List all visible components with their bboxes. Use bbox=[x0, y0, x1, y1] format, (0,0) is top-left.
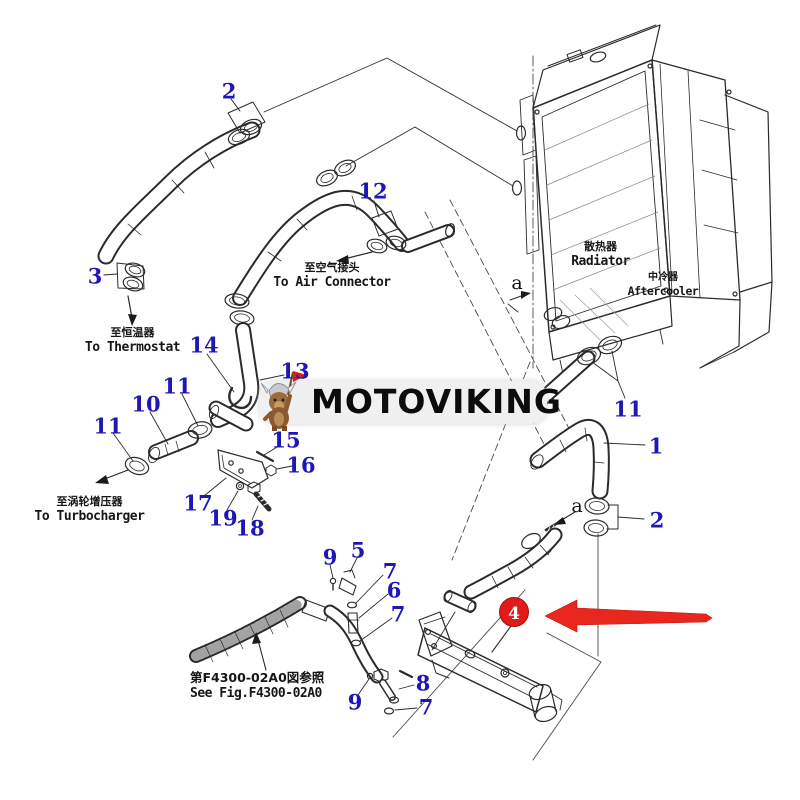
ref-a-upper-pointer bbox=[507, 291, 531, 313]
part-label: 6 bbox=[386, 577, 402, 603]
part-label: 2 bbox=[221, 78, 237, 104]
thermostat-hose bbox=[97, 98, 266, 265]
part-label: 17 bbox=[183, 490, 213, 516]
turbo-hose-group bbox=[95, 421, 277, 512]
annotation-air-connector: 至空气接头 To Air Connector bbox=[262, 261, 402, 290]
annotation-air-connector-en: To Air Connector bbox=[273, 274, 391, 290]
watermark-brand-text: MOTOVIKING bbox=[311, 382, 562, 421]
air-connector-hose bbox=[232, 159, 455, 306]
part-label: 15 bbox=[271, 427, 301, 453]
part-label: 16 bbox=[286, 452, 316, 478]
part-label: 7 bbox=[390, 601, 406, 627]
watermark-badge: MOTOVIKING bbox=[259, 371, 561, 431]
annotation-air-connector-zh: 至空气接头 bbox=[304, 261, 360, 274]
part-label: 8 bbox=[415, 670, 431, 696]
annotation-see-fig-line1: 第F4300-02A0図参照 bbox=[190, 670, 325, 685]
viking-dog-mascot-icon bbox=[260, 371, 307, 431]
annotation-turbocharger-en: To Turbocharger bbox=[34, 508, 145, 524]
highlight-circle-number: 4 bbox=[508, 604, 520, 624]
annotation-aftercooler-en: Aftercooler bbox=[627, 283, 699, 298]
annotation-turbocharger-zh: 至涡轮增压器 bbox=[56, 495, 123, 508]
part-label: 9 bbox=[347, 689, 363, 715]
annotation-thermostat: 至恒温器 To Thermostat bbox=[70, 326, 195, 355]
bellows-sleeve bbox=[431, 527, 563, 651]
part-label: 3 bbox=[87, 263, 103, 289]
part-label: 14 bbox=[189, 332, 219, 358]
part-label: 12 bbox=[358, 178, 388, 204]
annotation-thermostat-en: To Thermostat bbox=[84, 339, 181, 355]
annotation-aftercooler-zh: 中冷器 bbox=[648, 272, 678, 283]
annotation-thermostat-zh: 至恒温器 bbox=[110, 326, 155, 339]
part-label: 11 bbox=[613, 396, 643, 422]
part-label: 1 bbox=[648, 433, 664, 459]
part-label: 19 bbox=[208, 505, 238, 531]
part-label: 11 bbox=[93, 413, 123, 439]
tube-assembly-4 bbox=[398, 611, 563, 723]
part-label: 13 bbox=[280, 358, 310, 384]
ref-label-a: a bbox=[571, 495, 583, 517]
part-label: 10 bbox=[131, 391, 161, 417]
part-label: 7 bbox=[382, 558, 398, 584]
part-label: 9 bbox=[322, 544, 338, 570]
center-pipe bbox=[208, 293, 260, 432]
annotation-radiator-zh: 散热器 bbox=[584, 240, 617, 253]
annotation-radiator-en: Radiator bbox=[571, 253, 630, 269]
highlight-circle bbox=[499, 597, 529, 627]
fitting-chain bbox=[329, 569, 400, 715]
annotation-turbocharger: 至涡轮增压器 To Turbocharger bbox=[22, 495, 157, 524]
part-label: 2 bbox=[649, 507, 665, 533]
annotation-see-fig: 第F4300-02A0図参照 See Fig.F4300-02A0 bbox=[190, 670, 350, 701]
leader-lines-to-radiator bbox=[263, 57, 518, 187]
ref-label-a: a bbox=[511, 272, 523, 294]
label-leaders bbox=[112, 353, 418, 711]
part-label: 7 bbox=[418, 694, 434, 720]
annotation-see-fig-line2: See Fig.F4300-02A0 bbox=[190, 685, 322, 701]
part-label: 18 bbox=[235, 515, 265, 541]
highlight-arrow bbox=[544, 599, 713, 633]
part-label: 5 bbox=[350, 537, 366, 563]
radiator-assembly bbox=[511, 24, 773, 375]
annotation-radiator: 散热器 Radiator bbox=[558, 240, 643, 269]
annotation-aftercooler: 中冷器 Aftercooler bbox=[620, 272, 706, 298]
thermostat-clamps bbox=[103, 262, 146, 326]
part-label: 11 bbox=[162, 373, 192, 399]
